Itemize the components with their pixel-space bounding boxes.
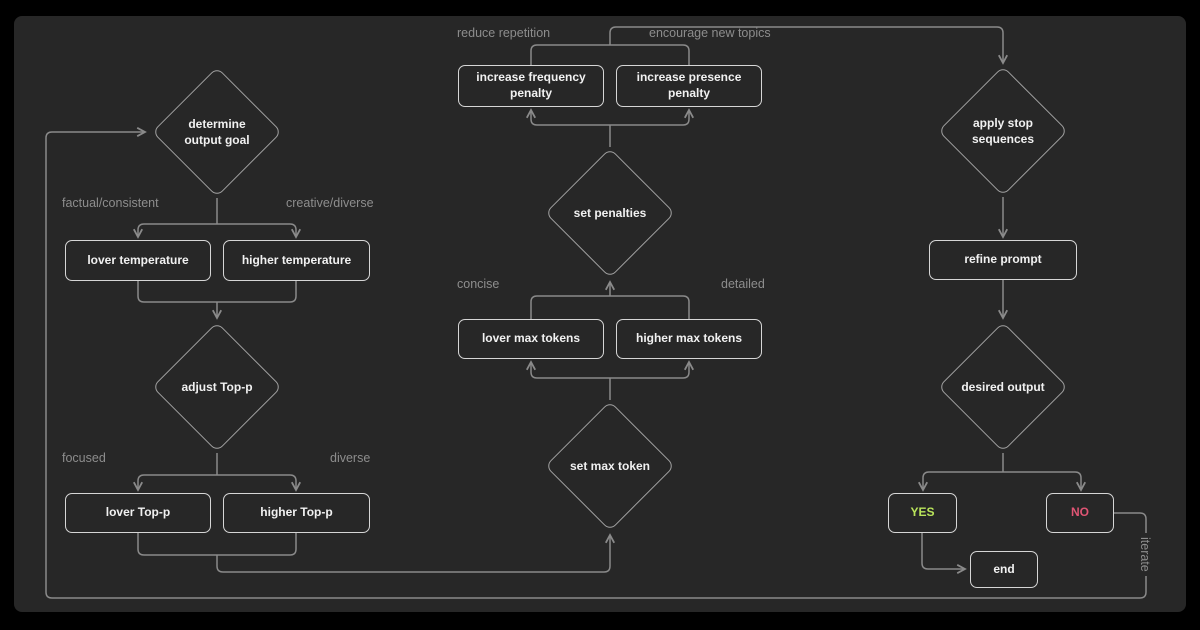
edge-label-factual-consistent: factual/consistent: [62, 196, 159, 210]
node-lover-top-p: lover Top-p: [65, 493, 211, 533]
edge-label-diverse: diverse: [330, 451, 371, 465]
node-higher-max-tokens: higher max tokens: [616, 319, 762, 359]
node-label: determine output goal: [184, 116, 250, 147]
node-label: set penalties: [573, 205, 647, 220]
node-lover-temperature: lover temperature: [65, 240, 211, 281]
node-label: set max token: [569, 458, 651, 473]
node-label: adjust Top-p: [181, 379, 253, 394]
node-end: end: [970, 551, 1038, 588]
node-lover-max-tokens: lover max tokens: [458, 319, 604, 359]
edge-label-detailed: detailed: [721, 277, 765, 291]
node-set-max-token: set max token: [544, 400, 676, 532]
edge-label-concise: concise: [457, 277, 500, 291]
node-yes: YES: [888, 493, 957, 533]
node-no: NO: [1046, 493, 1114, 533]
node-increase-frequency-penalty: increase frequency penalty: [458, 65, 604, 107]
node-refine-prompt: refine prompt: [929, 240, 1077, 280]
edge-label-focused: focused: [62, 451, 106, 465]
node-set-penalties: set penalties: [544, 147, 676, 279]
node-higher-temperature: higher temperature: [223, 240, 370, 281]
edge-label-reduce-repetition: reduce repetition: [457, 26, 551, 40]
node-apply-stop-sequences: apply stop sequences: [937, 65, 1069, 197]
node-increase-presence-penalty: increase presence penalty: [616, 65, 762, 107]
node-label: desired output: [961, 379, 1045, 394]
node-adjust-top-p: adjust Top-p: [151, 321, 283, 453]
node-higher-top-p: higher Top-p: [223, 493, 370, 533]
edge-label-encourage-new-topics: encourage new topics: [649, 26, 771, 40]
edge-label-creative-diverse: creative/diverse: [286, 196, 374, 210]
node-desired-output: desired output: [937, 321, 1069, 453]
node-label: apply stop sequences: [971, 115, 1035, 146]
node-determine-output-goal: determine output goal: [151, 66, 283, 198]
edge-label-iterate: iterate: [1138, 533, 1152, 576]
